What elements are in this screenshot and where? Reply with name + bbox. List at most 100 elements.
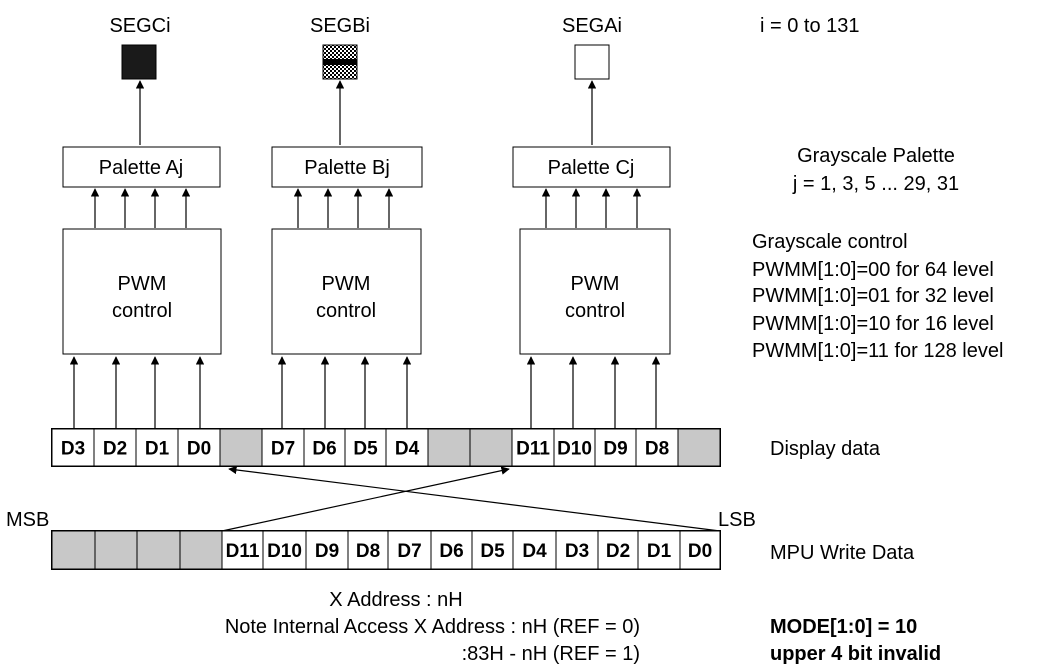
seg-c-label: SEGCi [109, 15, 170, 37]
bit-cell-label: D9 [603, 439, 627, 460]
mode-setting: MODE[1:0] = 10 [770, 616, 917, 638]
unused-bit-cell [469, 428, 513, 467]
bit-cell-d5: D5 [471, 530, 514, 570]
bit-cell-d3: D3 [555, 530, 599, 570]
bit-cell-d11: D11 [511, 428, 555, 467]
msb-label: MSB [6, 509, 49, 531]
seg-range-note: i = 0 to 131 [760, 15, 860, 37]
mpu-write-data-label: MPU Write Data [770, 542, 915, 564]
pwm-sublabel: control [316, 300, 376, 322]
bit-cell-label: D11 [226, 541, 260, 562]
display-data-label: Display data [770, 438, 881, 460]
bit-cell-d9: D9 [305, 530, 349, 570]
mode-note: upper 4 bit invalid [770, 643, 941, 665]
msb-mapping-arrow [221, 466, 510, 532]
palette-note-title: Grayscale Palette [797, 145, 955, 167]
pwm-label: PWM [571, 273, 620, 295]
palette-b-box: Palette Bj [271, 146, 423, 188]
pwm-sublabel: control [112, 300, 172, 322]
seg-a-square [574, 44, 610, 80]
pwm-control-box-1: PWM control [62, 228, 222, 355]
pwm-control-box-2: PWM control [271, 228, 422, 355]
bit-cell-d4: D4 [385, 428, 429, 467]
bit-cell-label: D4 [522, 541, 547, 562]
bit-cell-d10: D10 [262, 530, 307, 570]
bit-cell-label: D6 [312, 439, 336, 460]
palette-a-box: Palette Aj [62, 146, 221, 188]
bit-cell-d10: D10 [553, 428, 596, 467]
bit-cell-label: D0 [187, 439, 211, 460]
bit-cell-label: D5 [353, 439, 378, 460]
seg-b-square [322, 44, 358, 80]
bit-cell-label: D2 [606, 541, 630, 562]
pwm-control-box-3: PWM control [519, 228, 671, 355]
unused-bit-cell [94, 530, 138, 570]
bit-cell-label: D0 [688, 541, 712, 562]
bit-cell-d0: D0 [177, 428, 221, 467]
pwm-label: PWM [322, 273, 371, 295]
bit-cell-d6: D6 [303, 428, 346, 467]
unused-bit-cell [677, 428, 721, 467]
bit-cell-d2: D2 [597, 530, 639, 570]
bit-cell-label: D7 [271, 439, 295, 460]
grayscale-control-line-4: PWMM[1:0]=11 for 128 level [752, 340, 1003, 362]
grayscale-control-title: Grayscale control [752, 231, 908, 253]
bit-cell-label: D6 [439, 541, 463, 562]
pwm-label: PWM [118, 273, 167, 295]
bit-cell-label: D10 [557, 439, 592, 460]
bit-cell-label: D10 [267, 541, 302, 562]
palette-b-label: Palette Bj [304, 157, 390, 179]
unused-bit-cell [219, 428, 263, 467]
bit-cell-d3: D3 [51, 428, 95, 467]
bit-cell-d2: D2 [93, 428, 137, 467]
pwm-to-palette-arrows [90, 188, 642, 228]
seg-c-square [121, 44, 157, 80]
lsb-label: LSB [718, 509, 756, 531]
palette-c-label: Palette Cj [548, 157, 635, 179]
unused-bit-cell [51, 530, 96, 570]
palette-c-box: Palette Cj [512, 146, 671, 188]
seg-a-label: SEGAi [562, 15, 622, 37]
bit-cell-label: D3 [61, 439, 85, 460]
mpu-write-data-row: D11 D10 D9 D8 D7 D6 D5 D4 D3 D2 D1 D0 [51, 530, 721, 570]
bit-cell-label: D2 [103, 439, 127, 460]
palette-note-range: j = 1, 3, 5 ... 29, 31 [792, 173, 959, 195]
bit-cell-d1: D1 [637, 530, 681, 570]
unused-bit-cell [427, 428, 471, 467]
bit-cell-d8: D8 [635, 428, 679, 467]
bit-cell-d9: D9 [594, 428, 637, 467]
bit-cell-label: D8 [356, 541, 380, 562]
grayscale-control-line-2: PWMM[1:0]=01 for 32 level [752, 285, 994, 307]
palette-a-label: Palette Aj [99, 157, 184, 179]
bit-cell-d4: D4 [512, 530, 557, 570]
bit-cell-label: D7 [397, 541, 421, 562]
grayscale-control-line-3: PWMM[1:0]=10 for 16 level [752, 313, 994, 335]
bit-cell-label: D9 [315, 541, 339, 562]
display-data-row: D3 D2 D1 D0 D7 D6 D5 D4 D11 D10 D9 D8 [51, 428, 721, 467]
data-to-pwm-arrows [69, 356, 661, 428]
bit-cell-label: D1 [647, 541, 672, 562]
lsb-mapping-arrow [228, 465, 721, 532]
bit-cell-d5: D5 [344, 428, 387, 467]
seg-b-label: SEGBi [310, 15, 370, 37]
bit-cell-d1: D1 [135, 428, 179, 467]
bit-cell-label: D5 [480, 541, 505, 562]
bit-cell-d8: D8 [347, 530, 389, 570]
bit-cell-label: D4 [395, 439, 420, 460]
x-address-line: X Address : nH [329, 589, 462, 611]
bit-cell-d0: D0 [679, 530, 721, 570]
bit-cell-label: D1 [145, 439, 170, 460]
pwm-sublabel: control [565, 300, 625, 322]
unused-bit-cell [179, 530, 223, 570]
unused-bit-cell [136, 530, 181, 570]
internal-address-ref1-line: :83H - nH (REF = 1) [462, 643, 640, 665]
bit-cell-label: D8 [645, 439, 669, 460]
bit-cell-d6: D6 [430, 530, 473, 570]
bit-cell-label: D11 [516, 439, 550, 460]
grayscale-control-line-1: PWMM[1:0]=00 for 64 level [752, 259, 994, 281]
bit-cell-d11: D11 [221, 530, 264, 570]
bit-cell-d7: D7 [387, 530, 432, 570]
internal-address-line: Note Internal Access X Address : nH (REF… [225, 616, 640, 638]
bit-cell-label: D3 [565, 541, 589, 562]
